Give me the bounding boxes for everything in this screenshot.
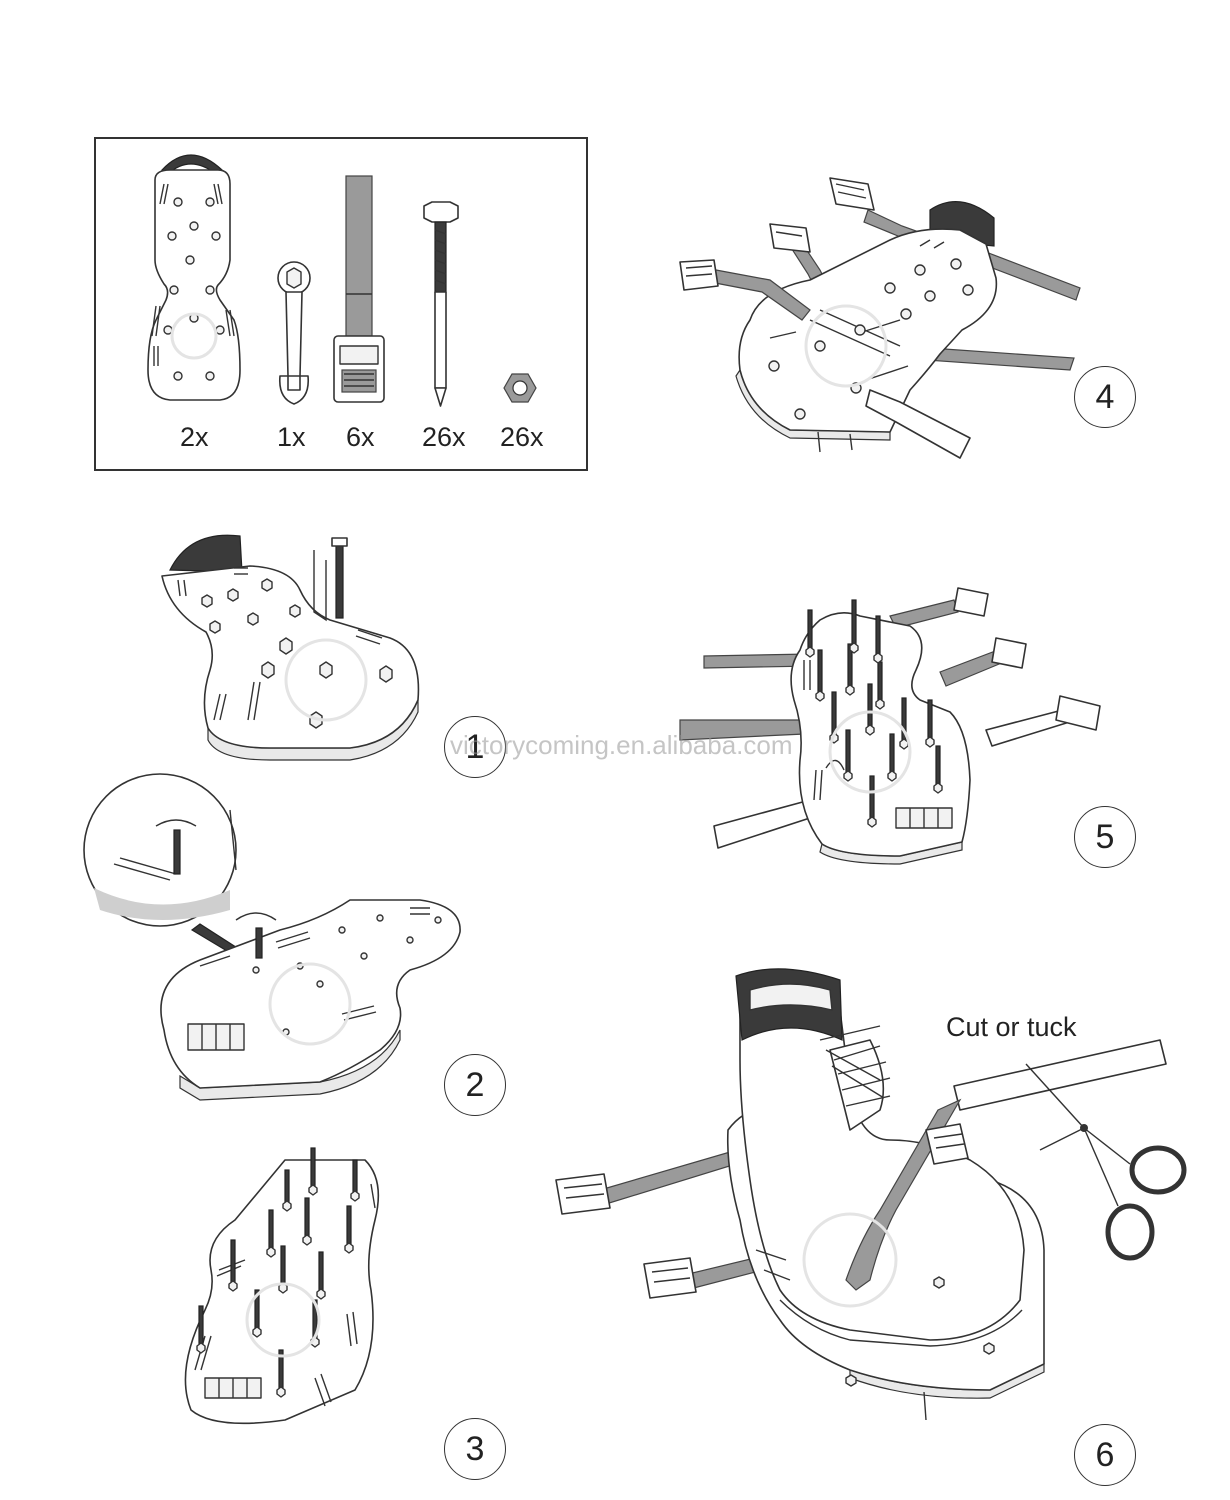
- step-4-illustration: [679, 177, 1081, 459]
- step-5-illustration: [679, 587, 1101, 865]
- step-1-illustration: [161, 534, 420, 761]
- watermark-text: victorycoming.en.alibaba.com: [450, 730, 793, 760]
- cut-or-tuck-label: Cut or tuck: [946, 1012, 1077, 1042]
- step-6-illustration: [555, 968, 1187, 1421]
- straps-quantity: 6x: [346, 422, 375, 452]
- step-3-illustration: [184, 1147, 380, 1425]
- strap-buckle-part: [333, 175, 385, 403]
- wrench-quantity: 1x: [277, 422, 306, 452]
- step-2-illustration: [83, 773, 461, 1101]
- step-number-5: 5: [1074, 806, 1136, 868]
- nuts-quantity: 26x: [500, 422, 544, 452]
- step-number-4: 4: [1074, 366, 1136, 428]
- step-number-6: 6: [1074, 1424, 1136, 1486]
- step-number-1: 1: [444, 716, 506, 778]
- wrench-part: [277, 261, 311, 405]
- step-number-3: 3: [444, 1418, 506, 1480]
- plates-quantity: 2x: [180, 422, 209, 452]
- spike-bolt-part: [423, 201, 459, 407]
- sandal-plate-part: [147, 154, 241, 401]
- spikes-quantity: 26x: [422, 422, 466, 452]
- nut-part: [503, 373, 537, 403]
- parts-list-box: [94, 137, 588, 471]
- step-number-2: 2: [444, 1054, 506, 1116]
